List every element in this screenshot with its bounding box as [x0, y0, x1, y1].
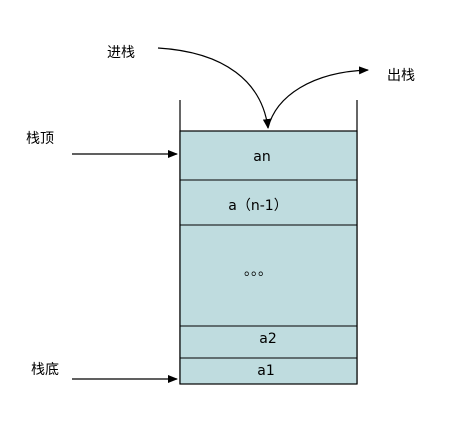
push-label: 进栈 — [107, 45, 135, 61]
push-arrow — [157, 47, 271, 129]
cell-a2-label: a2 — [259, 331, 277, 347]
cell-ellipsis-label: 。。。 — [244, 263, 272, 279]
top-label: 栈顶 — [26, 131, 54, 147]
stack-fill — [179, 130, 358, 385]
cell-an-minus-1-label: a（n-1） — [228, 198, 287, 214]
cell-a1-label: a1 — [257, 363, 275, 379]
pop-label: 出栈 — [387, 68, 415, 84]
cell-an-label: an — [253, 149, 270, 165]
bottom-label: 栈底 — [31, 362, 59, 378]
pop-arrow — [267, 66, 369, 129]
